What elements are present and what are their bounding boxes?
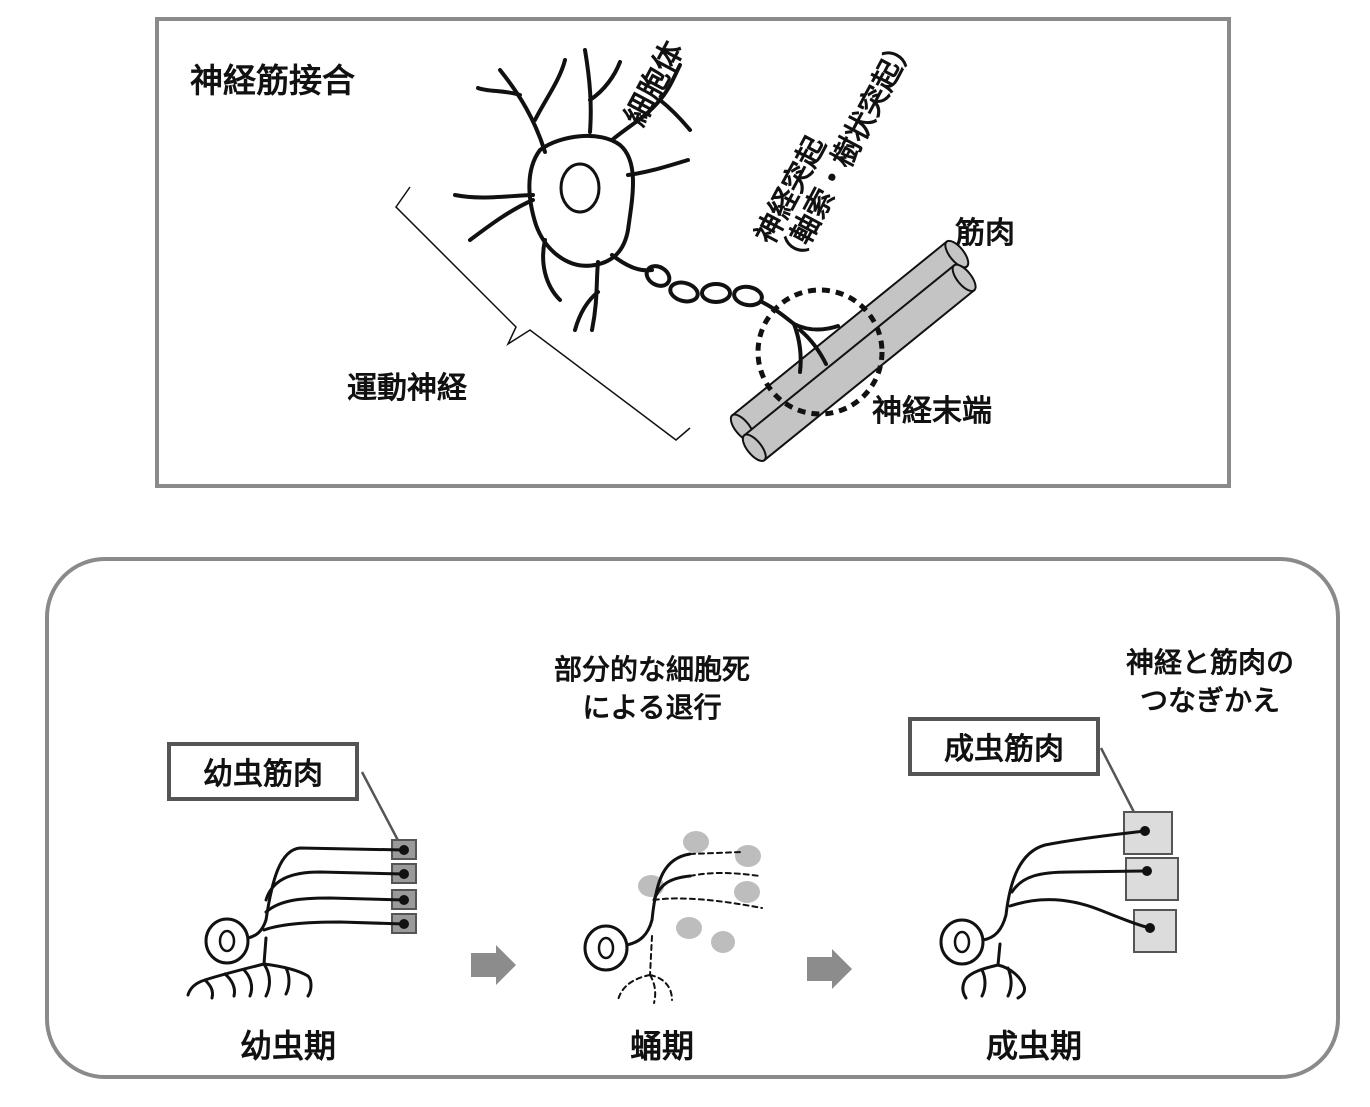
pupal-neuron-degenerating bbox=[617, 851, 763, 1004]
larva-stage: 幼虫筋肉 bbox=[167, 742, 417, 1065]
bottom-panel: 幼虫筋肉 bbox=[45, 557, 1340, 1079]
adult-muscle-label: 成虫筋肉 bbox=[944, 732, 1064, 767]
stage-arrow-1 bbox=[471, 945, 516, 985]
top-panel: 神経筋接合 bbox=[155, 17, 1231, 488]
motor-nerve-bracket bbox=[395, 186, 691, 441]
pupa-note-line1: 部分的な細胞死 bbox=[554, 653, 750, 686]
pupa-note-line2: による退行 bbox=[582, 691, 721, 724]
adult-neuron bbox=[939, 829, 1152, 1000]
pupa-stage: 部分的な細胞死 による退行 bbox=[554, 653, 763, 1065]
larval-synapses bbox=[399, 845, 409, 929]
top-panel-frame bbox=[155, 17, 1231, 488]
bottom-panel-frame bbox=[45, 557, 1340, 1079]
degenerating-muscle-blobs bbox=[638, 831, 761, 953]
top-panel-title: 神経筋接合 bbox=[190, 61, 355, 100]
nucleus bbox=[559, 162, 601, 214]
adult-synapses bbox=[1140, 826, 1155, 933]
stage-arrow-2 bbox=[807, 949, 852, 989]
adult-note-line1: 神経と筋肉の bbox=[1126, 646, 1294, 679]
muscle-label: 筋肉 bbox=[955, 216, 1015, 251]
pupal-neuron bbox=[583, 852, 692, 972]
adult-stage-label: 成虫期 bbox=[986, 1027, 1082, 1065]
adult-note-line2: つなぎかえ bbox=[1140, 684, 1280, 717]
larval-muscle-box bbox=[167, 742, 359, 801]
larval-muscle-label: 幼虫筋肉 bbox=[203, 757, 323, 792]
larva-stage-label: 幼虫期 bbox=[240, 1027, 336, 1065]
larval-callout-line bbox=[360, 771, 404, 849]
larval-neuron bbox=[186, 846, 406, 1000]
pupa-stage-label: 蛹期 bbox=[630, 1027, 694, 1065]
adult-muscle-box bbox=[908, 717, 1100, 776]
motor-nerve-label: 運動神経 bbox=[347, 371, 468, 406]
muscle-bundle bbox=[729, 239, 977, 462]
motor-neuron bbox=[453, 48, 840, 374]
adult-stage: 神経と筋肉の つなぎかえ 成虫筋肉 bbox=[908, 646, 1294, 1065]
nerve-terminal-label: 神経末端 bbox=[872, 394, 992, 429]
adult-callout-line bbox=[1099, 747, 1139, 819]
junction-circle bbox=[755, 287, 885, 417]
